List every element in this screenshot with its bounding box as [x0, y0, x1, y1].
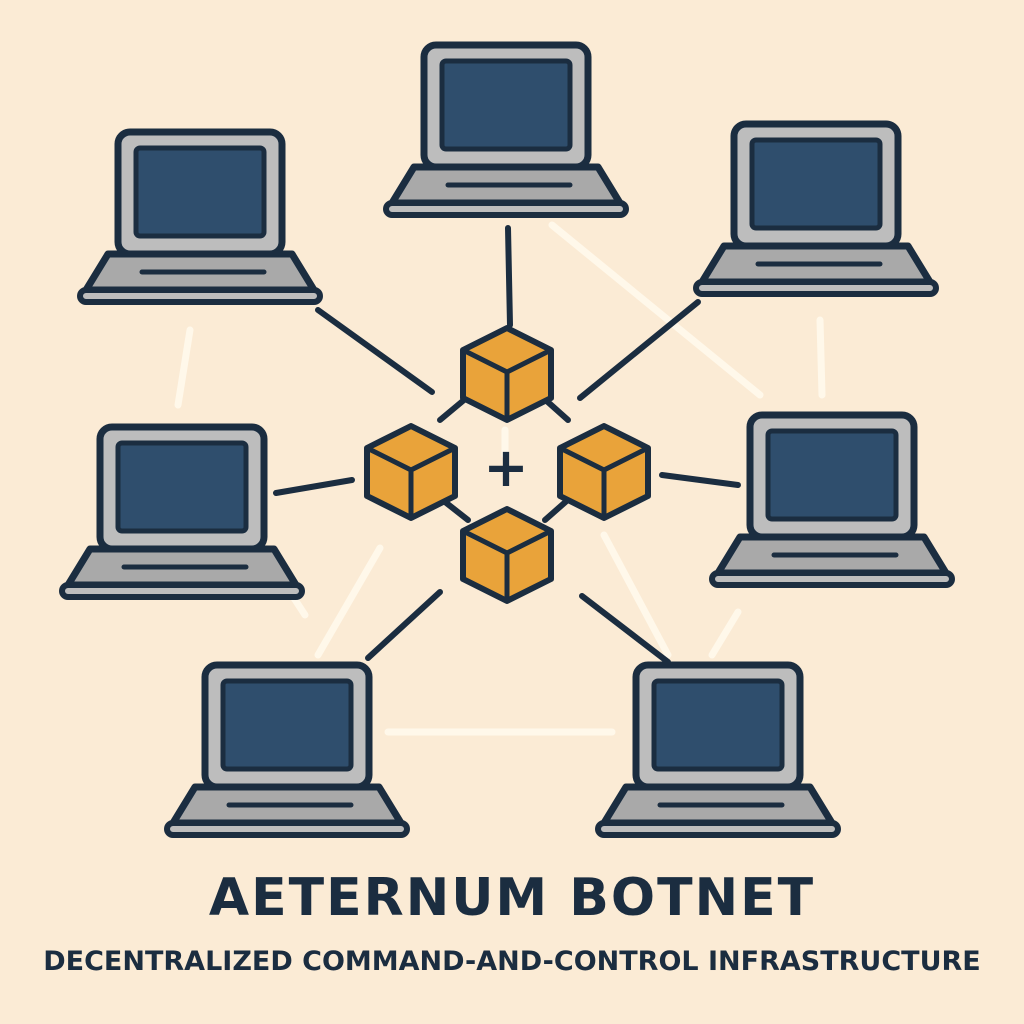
command-link	[273, 477, 355, 496]
command-link	[579, 593, 671, 665]
laptop-icon	[696, 124, 936, 294]
laptop-icon	[80, 132, 320, 302]
center-plus: +	[483, 436, 528, 499]
page-subtitle: DECENTRALIZED COMMAND-AND-CONTROL INFRAS…	[43, 946, 981, 977]
laptop-icon	[386, 45, 626, 215]
peer-link	[548, 221, 764, 399]
command-links	[273, 225, 741, 665]
command-link	[577, 299, 701, 401]
cube-icon	[463, 328, 551, 420]
peer-link	[174, 326, 194, 409]
laptop-icon	[712, 415, 952, 585]
command-link	[505, 225, 513, 328]
command-link	[659, 472, 741, 488]
laptop-icon	[167, 665, 407, 835]
page-title: AETERNUM BOTNET	[208, 868, 816, 928]
peer-link	[314, 544, 384, 659]
peer-link	[816, 316, 826, 399]
peer-link	[708, 608, 742, 659]
laptop-icon	[598, 665, 838, 835]
command-link	[315, 307, 435, 395]
cube-icon	[367, 426, 455, 518]
cube-icon	[560, 426, 648, 518]
cube-icon	[463, 509, 551, 601]
peer-link	[600, 531, 672, 659]
laptop-icon	[62, 427, 302, 597]
command-link	[365, 589, 443, 661]
